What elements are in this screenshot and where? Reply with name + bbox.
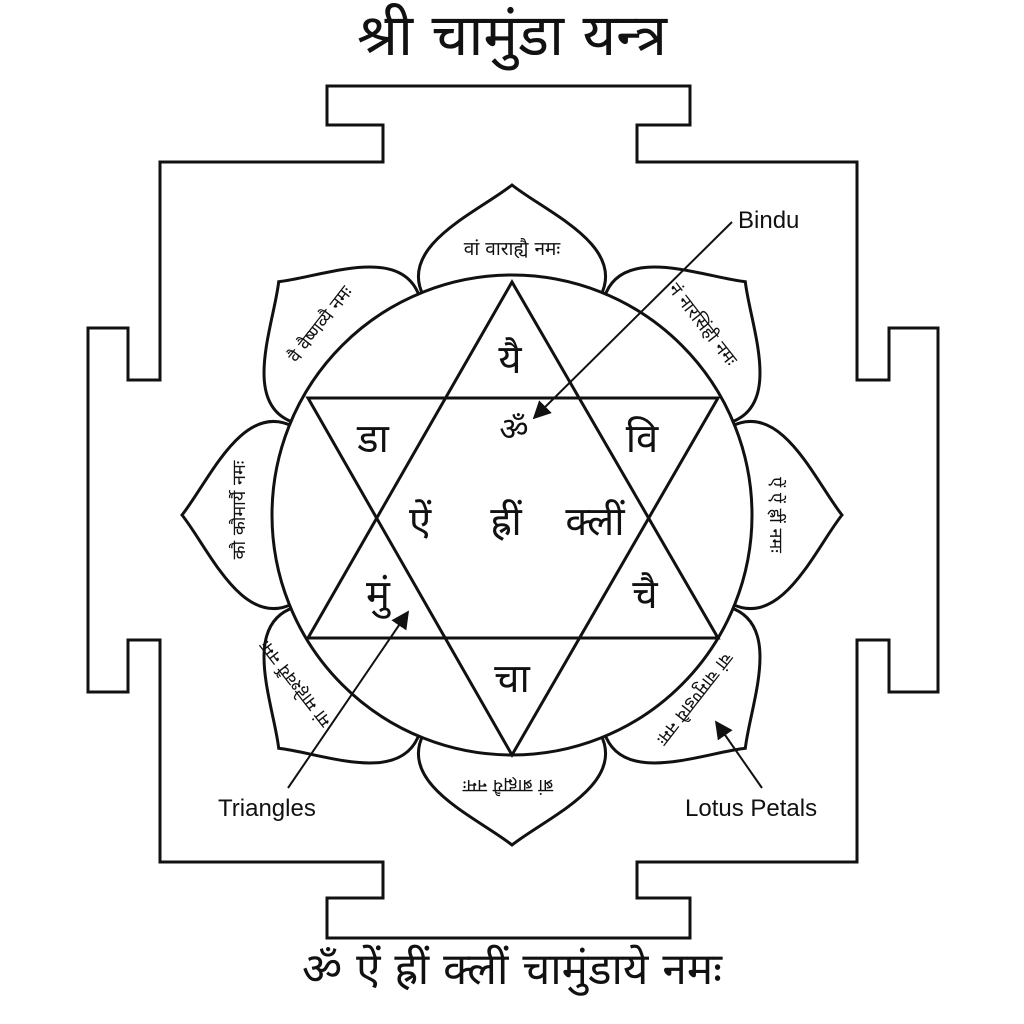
syllable-lower-right: चै [632,572,658,618]
bindu-label: Bindu [738,207,799,234]
petal-text-top: वां वाराह्यै नमः [464,237,562,260]
syllable-top: यै [498,337,522,383]
triangles-arrow [287,610,410,789]
petal-bottom [416,732,608,847]
syllable-right: वि [626,416,659,462]
syllable-lower-left: मुं [366,572,391,619]
bindu-arrow [532,221,733,420]
center-om: ॐ [499,410,528,448]
triangles-label: Triangles [218,795,316,822]
center-hrim: ह्रीं [490,499,522,545]
lotus-petals-label: Lotus Petals [685,795,817,822]
lotus-petals-arrow [714,720,763,789]
petal-top [416,183,608,298]
mantra-text: ॐ ऐं ह्रीं क्लीं चामुंडाये नमः [301,944,723,995]
center-klim: क्लीं [565,499,625,545]
bhupura-frame [86,84,940,940]
petal-right [729,419,844,611]
petal-text-bottom: ब्रां ब्राह्मयै नमः [462,775,553,797]
upward-triangle [305,278,721,640]
petal-text-left: कौ कौमार्यै नमः [228,460,250,559]
petal-text-right: ऐं ऐं ह्रीं नमः [765,477,787,553]
syllable-bottom: चा [494,656,530,702]
center-aim: ऐं [409,499,432,545]
petal-left [180,419,295,611]
downward-triangle [305,396,721,759]
page-title: श्री चामुंडा यन्त्र [356,1,668,69]
syllable-left: डा [356,416,389,462]
